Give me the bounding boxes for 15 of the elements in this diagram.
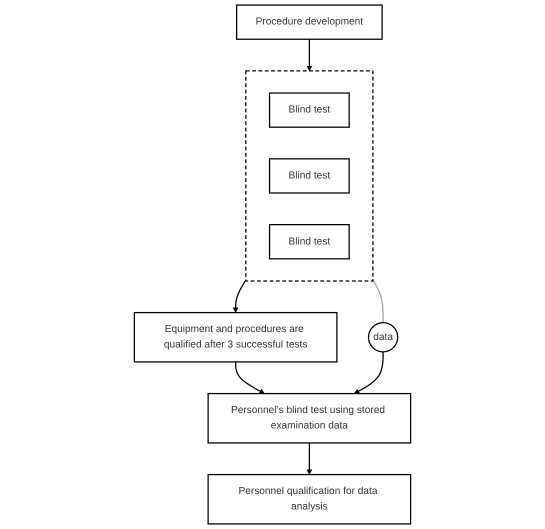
node-box: Personnel qualification for data analysis — [208, 474, 412, 525]
arrow — [354, 352, 384, 394]
arrow — [306, 442, 312, 475]
node-box: Procedure development — [236, 4, 383, 40]
node-box: Blind test — [268, 92, 350, 128]
connector — [372, 280, 384, 323]
node-box: Equipment and procedures are qualified after 3 successful tests — [134, 312, 338, 363]
node-box: Personnel’s blind test using stored examination data — [208, 392, 412, 444]
arrow — [232, 280, 246, 313]
node-box: Blind test — [268, 158, 350, 194]
cluster — [245, 70, 374, 282]
node-box: Blind test — [268, 224, 350, 260]
node-circle: data — [368, 322, 398, 352]
arrow — [306, 39, 312, 72]
arrow — [235, 362, 265, 394]
